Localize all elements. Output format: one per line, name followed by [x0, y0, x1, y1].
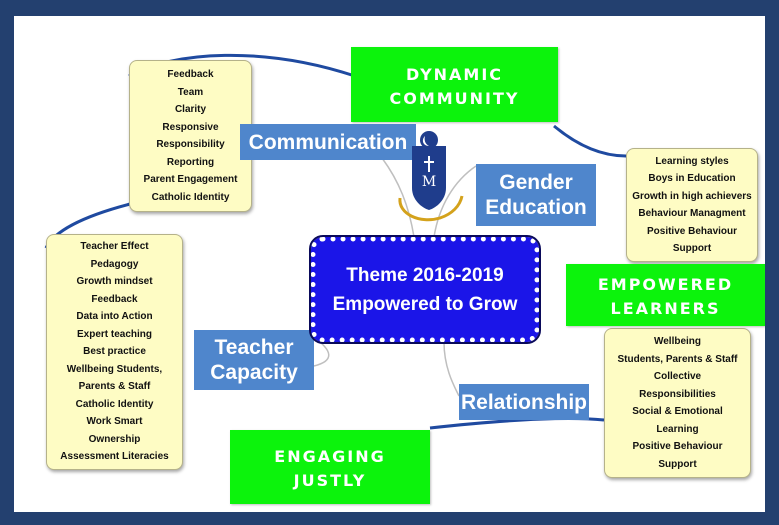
school-crest-logo: M — [398, 131, 464, 222]
note-item: Work Smart — [86, 416, 143, 428]
connector-theme-to-relationship — [443, 341, 460, 397]
connector-theme-to-gender — [433, 165, 477, 238]
connector-dynamic-to-gender-note — [553, 124, 627, 158]
crest-moon — [422, 136, 429, 146]
note-item: Learning styles — [655, 155, 729, 167]
note-item: Parents & Staff — [78, 381, 151, 393]
theme-title: Theme 2016-2019 — [346, 264, 504, 286]
blue-label-line: Education — [485, 196, 587, 219]
communication-note: Feedback Team Clarity Responsive Respons… — [129, 60, 252, 212]
note-item: Wellbeing Students, — [66, 363, 163, 375]
note-item: Assessment Literacies — [60, 451, 169, 463]
note-item: Growth mindset — [76, 276, 153, 288]
engaging-justly-box: Engaging Justly — [230, 430, 430, 504]
note-item: Teacher Effect — [80, 241, 149, 253]
communication-label: Communication — [240, 124, 416, 160]
note-item: Support — [672, 243, 712, 254]
crest-letter-m: M — [422, 174, 436, 190]
note-item: Boys in Education — [648, 173, 736, 184]
note-item: Expert teaching — [76, 328, 153, 340]
blue-label-line: Communication — [248, 130, 408, 154]
note-item: Team — [177, 86, 204, 98]
crest-shield — [412, 146, 446, 210]
central-theme-box: Theme 2016-2019 Empowered to Grow — [309, 235, 541, 344]
note-item: Ownership — [88, 433, 141, 445]
note-item: Support — [658, 458, 697, 470]
note-item: Social & Emotional — [632, 406, 723, 417]
green-box-line: Empowered — [597, 270, 734, 296]
note-item: Parent Engagement — [143, 174, 238, 185]
note-item: Responsive — [162, 121, 219, 133]
note-item: Reporting — [166, 156, 215, 168]
note-item: Feedback — [167, 69, 214, 80]
green-box-line: Community — [389, 83, 520, 110]
note-item: Positive Behaviour — [646, 225, 738, 237]
note-item: Catholic Identity — [151, 191, 230, 203]
blue-label-line: Relationship — [460, 390, 587, 414]
green-box-line: Justly — [293, 466, 367, 492]
relationship-label: Relationship — [459, 384, 589, 420]
note-item: Students, Parents & Staff — [617, 353, 738, 365]
relationship-note: Wellbeing Students, Parents & Staff Coll… — [604, 328, 751, 478]
note-item: Pedagogy — [90, 258, 139, 270]
mind-map-canvas: Feedback Team Clarity Responsive Respons… — [14, 16, 765, 512]
note-item: Learning — [656, 423, 699, 435]
note-item: Wellbeing — [653, 336, 702, 347]
note-item: Responsibilities — [639, 388, 716, 400]
theme-subtitle: Empowered to Grow — [332, 293, 518, 315]
note-item: Collective — [653, 371, 702, 382]
blue-label-line: Teacher — [214, 336, 294, 359]
note-item: Behaviour Managment — [638, 208, 746, 219]
crest-gold-swoosh — [398, 195, 464, 222]
note-item: Clarity — [174, 104, 207, 115]
note-item: Positive Behaviour — [632, 441, 723, 452]
note-item: Responsibility — [156, 139, 225, 150]
connector-theme-to-communication — [381, 157, 415, 238]
green-box-line: Dynamic — [405, 59, 504, 86]
gender-education-label: Gender Education — [476, 164, 596, 226]
note-item: Catholic Identity — [75, 398, 154, 410]
green-box-line: Engaging — [274, 442, 386, 468]
dynamic-community-box: Dynamic Community — [351, 47, 558, 122]
crest-top-circle — [420, 131, 438, 149]
teacher-capacity-label: Teacher Capacity — [194, 330, 314, 390]
green-box-line: Learners — [610, 294, 721, 320]
note-item: Feedback — [91, 293, 138, 305]
teacher-capacity-note: Teacher Effect Pedagogy Growth mindset F… — [46, 234, 183, 470]
blue-label-line: Gender — [499, 171, 573, 194]
gender-education-note: Learning styles Boys in Education Growth… — [626, 148, 758, 262]
empowered-learners-box: Empowered Learners — [566, 264, 765, 326]
note-item: Best practice — [83, 346, 146, 358]
blue-label-line: Capacity — [210, 361, 298, 384]
crest-white-cross — [424, 156, 434, 172]
note-item: Growth in high achievers — [632, 190, 752, 202]
note-item: Data into Action — [76, 311, 153, 323]
